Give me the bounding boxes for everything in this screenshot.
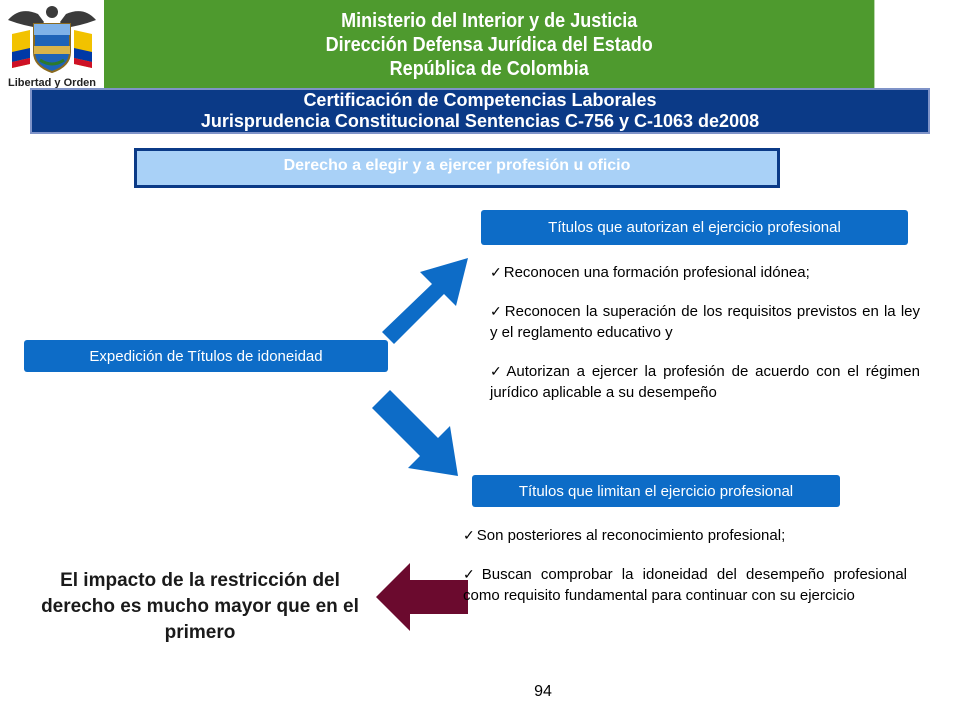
- svg-text:Libertad y Orden: Libertad y Orden: [8, 77, 96, 89]
- ministry-header: Ministerio del Interior y de Justicia Di…: [104, 0, 875, 90]
- ministry-line: Dirección Defensa Jurídica del Estado: [325, 34, 653, 56]
- page-number: 94: [534, 683, 552, 700]
- checkmark-icon: ✓: [490, 303, 503, 319]
- titulos-limitan-bar: Títulos que limitan el ejercicio profesi…: [472, 475, 840, 507]
- ministry-line: Ministerio del Interior y de Justicia: [341, 10, 638, 32]
- arrow-up-right-icon: [382, 258, 468, 344]
- list-item: ✓Reconocen una formación profesional idó…: [490, 264, 810, 281]
- right-title-box: Derecho a elegir y a ejercer profesión u…: [134, 148, 780, 188]
- arrow-left-icon: [376, 563, 468, 631]
- cert-line: Jurisprudencia Constitucional Sentencias…: [200, 111, 760, 131]
- list-item: ✓Son posteriores al reconocimiento profe…: [463, 527, 786, 544]
- list-item: ✓Reconocen la superación de los requisit…: [490, 303, 921, 341]
- certification-banner: Certificación de Competencias Laborales …: [30, 88, 930, 134]
- limitan-list: ✓Son posteriores al reconocimiento profe…: [463, 525, 907, 624]
- checkmark-icon: ✓: [463, 566, 480, 582]
- list-item: ✓Autorizan a ejercer la profesión de acu…: [490, 363, 920, 401]
- checkmark-icon: ✓: [463, 527, 475, 543]
- checkmark-icon: ✓: [490, 264, 502, 280]
- impacto-statement: El impacto de la restricción del derecho…: [41, 570, 359, 643]
- list-item: ✓Buscan comprobar la idoneidad del desem…: [463, 566, 907, 604]
- autorizan-list: ✓Reconocen una formación profesional idó…: [490, 262, 920, 421]
- titulos-autorizan-bar: Títulos que autorizan el ejercicio profe…: [481, 210, 908, 245]
- cert-line: Certificación de Competencias Laborales: [303, 90, 657, 110]
- arrow-down-right-icon: [372, 390, 458, 476]
- ministry-line: República de Colombia: [389, 58, 589, 80]
- coat-of-arms-icon: Libertad y Orden: [0, 0, 104, 92]
- checkmark-icon: ✓: [490, 363, 505, 379]
- expedicion-titulos-bar: Expedición de Títulos de idoneidad: [24, 340, 388, 372]
